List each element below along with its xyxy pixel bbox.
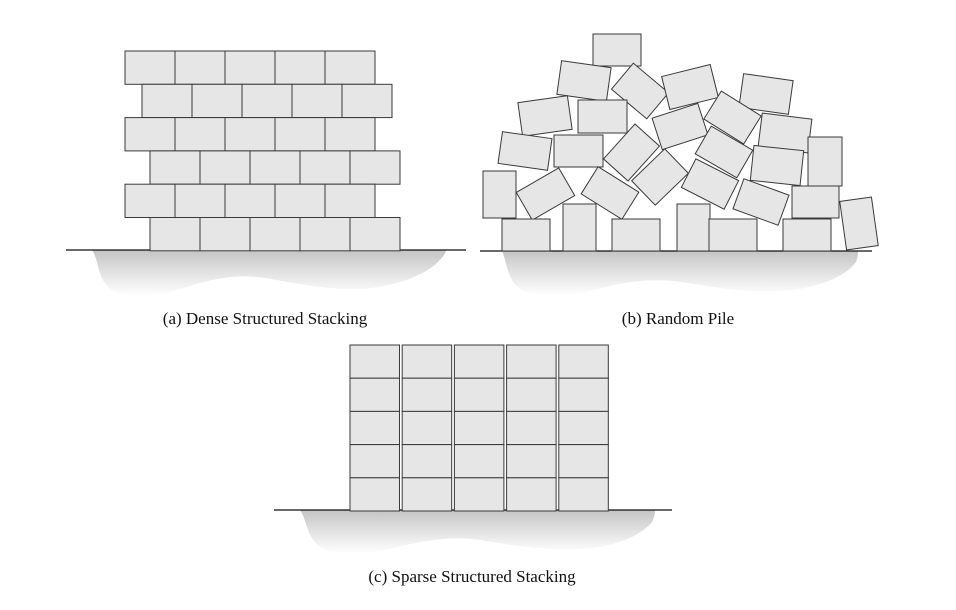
block [661, 63, 719, 111]
block [482, 170, 517, 219]
block [274, 117, 326, 152]
ground-b-shadow [502, 251, 858, 296]
block [506, 377, 557, 412]
block [506, 410, 557, 446]
block [651, 102, 709, 151]
block [124, 50, 176, 85]
block [680, 158, 740, 210]
block [174, 183, 226, 218]
block [249, 217, 301, 252]
block [174, 50, 226, 85]
block [174, 117, 226, 152]
block [749, 144, 805, 187]
block [224, 50, 276, 85]
block [558, 344, 609, 379]
block [341, 83, 393, 119]
block [401, 410, 453, 446]
block [732, 178, 790, 226]
block [497, 131, 553, 171]
block [349, 477, 400, 512]
block [558, 444, 609, 479]
caption-panel-c: (c) Sparse Structured Stacking [368, 567, 576, 586]
block [694, 125, 754, 179]
block [562, 203, 597, 252]
block [453, 444, 505, 479]
block [517, 95, 573, 137]
ground-a-shadow [92, 250, 446, 297]
block [299, 217, 351, 252]
block [630, 148, 690, 206]
block [349, 217, 401, 252]
block [553, 134, 604, 168]
block [324, 117, 376, 152]
block [580, 166, 640, 220]
block [349, 377, 400, 412]
block [791, 185, 840, 219]
block [149, 217, 201, 252]
ground-c-shadow [300, 510, 655, 554]
block [199, 150, 251, 185]
block [453, 477, 505, 512]
block [191, 83, 243, 119]
block [610, 62, 670, 120]
block [556, 60, 612, 102]
block [506, 444, 557, 479]
panel-a-dense-stacking [66, 50, 466, 297]
block [324, 50, 376, 85]
block [401, 444, 453, 479]
caption-panel-a: (a) Dense Structured Stacking [162, 309, 368, 328]
block [453, 344, 505, 379]
block [602, 123, 661, 182]
block [703, 90, 762, 145]
block [807, 136, 843, 187]
block [349, 344, 400, 379]
block [299, 150, 351, 185]
block [349, 444, 400, 479]
block [577, 99, 628, 134]
block [592, 33, 642, 67]
block [274, 50, 326, 85]
block [141, 83, 193, 119]
block [324, 183, 376, 218]
panel-b-random-pile [480, 33, 879, 296]
block [401, 377, 453, 412]
block [224, 117, 276, 152]
block [199, 217, 251, 252]
panel-c-sparse-stacking [274, 344, 672, 554]
block [124, 183, 176, 218]
caption-panel-b: (b) Random Pile [621, 309, 735, 328]
block [291, 83, 343, 119]
block [241, 83, 293, 119]
block [676, 203, 711, 252]
block [558, 477, 609, 512]
block [149, 150, 201, 185]
block [249, 150, 301, 185]
block [453, 377, 505, 412]
block [738, 73, 794, 115]
block [708, 218, 758, 252]
block [782, 218, 832, 252]
block [611, 218, 661, 252]
block [224, 183, 276, 218]
block [558, 410, 609, 446]
block [515, 167, 576, 221]
block [401, 344, 453, 379]
block [506, 344, 557, 379]
block [558, 377, 609, 412]
block [506, 477, 557, 512]
block [501, 218, 551, 252]
block [839, 196, 879, 251]
block [274, 183, 326, 218]
block [124, 117, 176, 152]
block [401, 477, 453, 512]
block [349, 410, 400, 446]
block [349, 150, 401, 185]
block [453, 410, 505, 446]
